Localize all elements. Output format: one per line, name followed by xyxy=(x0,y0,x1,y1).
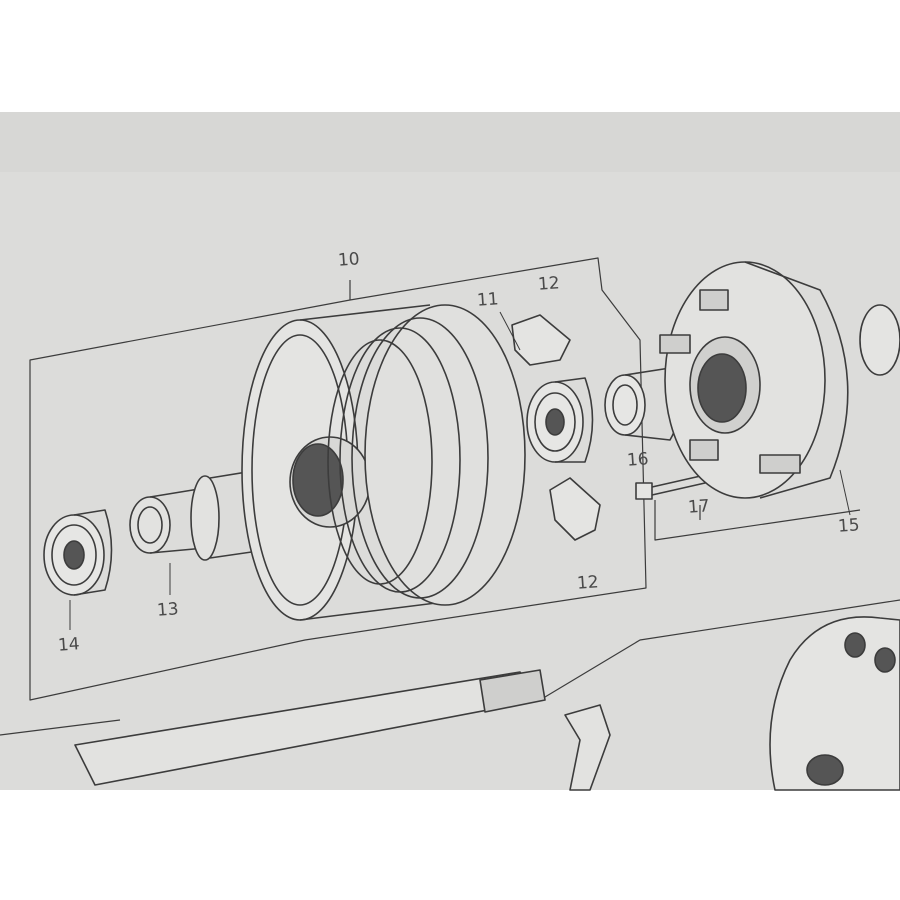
brake-panel xyxy=(769,616,900,791)
callout-bearing-right: 11 xyxy=(476,289,500,311)
callout-flange-bolt: 17 xyxy=(687,496,711,518)
flange-frame xyxy=(654,500,861,541)
axle xyxy=(74,669,546,786)
callout-bearing-left: 14 xyxy=(57,634,81,656)
brake-arm xyxy=(564,704,611,791)
callout-hub-assembly: 10 xyxy=(337,249,361,271)
callout-sprocket-flange: 15 xyxy=(837,515,861,537)
edge-bearing xyxy=(859,304,900,376)
bearing-right xyxy=(526,377,594,463)
callout-flange-collar: 16 xyxy=(626,449,650,471)
damper-upper xyxy=(511,314,571,366)
bearing-left xyxy=(43,509,113,596)
callout-distance-collar: 13 xyxy=(156,599,180,621)
sprocket-flange xyxy=(659,261,849,499)
hub-drum xyxy=(241,304,526,621)
hub-assembly-frame xyxy=(29,257,647,701)
callout-damper-lower: 12 xyxy=(576,572,600,594)
callout-damper-upper: 12 xyxy=(537,273,561,295)
damper-lower xyxy=(549,477,601,541)
